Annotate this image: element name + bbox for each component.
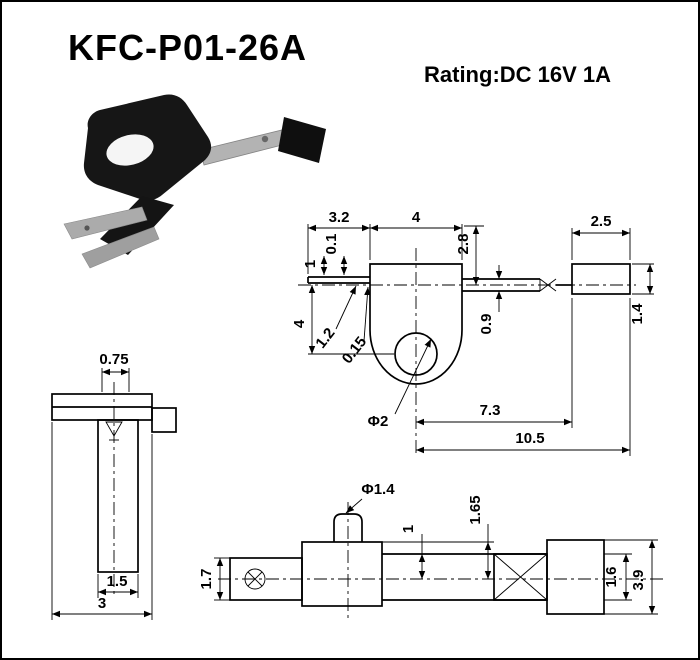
dim-10-5: 10.5: [416, 298, 631, 456]
dim-phi-1-4: Φ1.4: [345, 481, 395, 514]
photo-strip-hole: [261, 135, 269, 143]
dim-1-6: 1.6: [603, 553, 632, 601]
dim-1-bottom: 1: [400, 525, 426, 579]
dim-phi-1-4-label: Φ1.4: [361, 481, 395, 498]
dim-4-left-label: 4: [291, 319, 308, 328]
dim-10-5-label: 10.5: [515, 430, 544, 447]
photo-end-cap: [278, 117, 326, 163]
dim-1-left: 1: [302, 256, 328, 275]
part-number-title: KFC-P01-26A: [68, 27, 307, 68]
dim-2-5: 2.5: [571, 213, 631, 260]
dim-0-15: 0.15: [339, 286, 371, 367]
front-left-strip: [307, 276, 370, 284]
dim-0-75-label: 0.75: [99, 351, 128, 368]
dim-0-1-label: 0.1: [323, 234, 340, 255]
dim-1-7-label: 1.7: [198, 569, 215, 590]
dim-0-9: 0.9: [478, 265, 503, 335]
header: KFC-P01-26A Rating:DC 16V 1A: [68, 27, 611, 87]
dim-7-3: 7.3: [416, 298, 573, 428]
dim-4-top-label: 4: [412, 209, 421, 226]
photo-fork-terminal-upper: [63, 206, 148, 240]
dim-1-65-label: 1.65: [467, 495, 484, 524]
dim-1-left-label: 1: [302, 260, 319, 268]
dim-1-5: 1.5: [97, 573, 139, 598]
dim-phi-2-label: Φ2: [368, 413, 389, 430]
product-photo: [63, 94, 326, 269]
rating-text: Rating:DC 16V 1A: [424, 62, 611, 87]
bottom-view: Φ1.4 1 1.65 1.7 1.6: [198, 481, 664, 618]
dim-2-5-label: 2.5: [591, 213, 612, 230]
dim-3-2-label: 3.2: [329, 209, 350, 226]
side-outline: [51, 393, 177, 573]
dim-2-8-label: 2.8: [455, 234, 472, 255]
dim-1-65: 1.65: [382, 495, 494, 579]
dim-7-3-label: 7.3: [480, 402, 501, 419]
front-hole: [394, 332, 438, 376]
dim-1-5-label: 1.5: [107, 573, 128, 590]
dim-0-1: 0.1: [323, 234, 348, 275]
front-body-outline: [369, 263, 463, 385]
dim-phi-2: Φ2: [368, 338, 432, 430]
dim-4-top: 4: [370, 209, 463, 260]
dim-3: 3: [51, 422, 153, 620]
dim-0-9-label: 0.9: [478, 314, 495, 335]
dim-1-4-label: 1.4: [629, 303, 646, 325]
dim-1-6-label: 1.6: [603, 567, 620, 588]
dim-1-bottom-label: 1: [400, 525, 417, 533]
front-view: 3.2 4 0.1 1 2.8 2.5: [291, 209, 654, 456]
dim-0-15-label: 0.15: [339, 333, 370, 366]
front-end-cap: [571, 263, 631, 295]
dim-3-2: 3.2: [307, 209, 371, 274]
dim-1-4: 1.4: [629, 263, 654, 325]
bottom-outline: [229, 513, 605, 615]
dim-1-2-label: 1.2: [312, 325, 338, 352]
photo-mounting-hole: [106, 134, 154, 166]
dim-3-9: 3.9: [604, 539, 658, 615]
dim-2-8: 2.8: [455, 225, 484, 285]
dim-0-75: 0.75: [99, 351, 130, 392]
side-view: 0.75 1.5 3: [51, 351, 177, 620]
photo-fork-terminal-lower: [81, 226, 160, 269]
photo-terminal-hole: [84, 225, 90, 231]
dim-1-7: 1.7: [198, 557, 230, 601]
dim-4-left: 4: [291, 285, 394, 355]
dim-3-label: 3: [98, 595, 106, 612]
dim-3-9-label: 3.9: [630, 570, 647, 591]
